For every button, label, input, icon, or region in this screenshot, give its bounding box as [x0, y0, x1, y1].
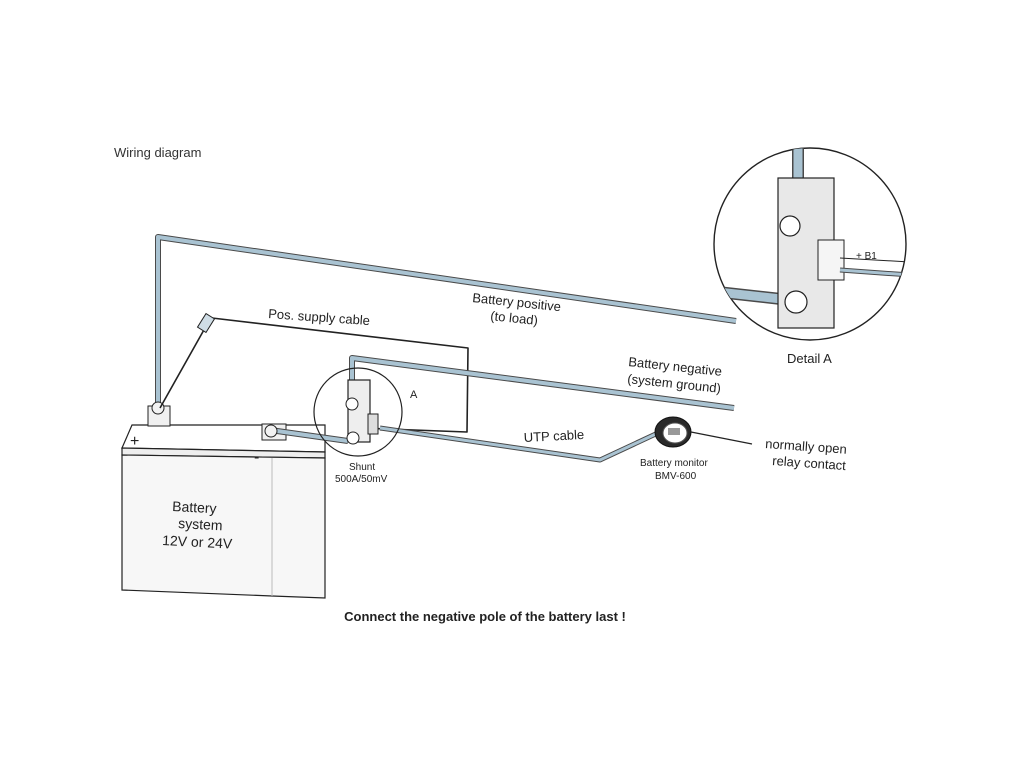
label-relay-line2: relay contact	[772, 453, 847, 473]
label-relay-line1: normally open	[765, 436, 848, 457]
utp-cable	[379, 425, 662, 463]
label-to-load: (to load)	[490, 308, 539, 328]
shunt-detail-circle	[313, 367, 403, 457]
label-pos-supply-cable: Pos. supply cable	[268, 306, 371, 328]
battery-plus-sign: +	[130, 433, 139, 450]
battery-label-line3: 12V or 24V	[162, 532, 233, 552]
detail-a-inset	[713, 147, 907, 341]
battery-label-line2: system	[178, 515, 223, 533]
label-b1: + B1	[856, 251, 877, 262]
label-callout-a: A	[410, 389, 418, 401]
label-shunt: Shunt	[349, 462, 375, 473]
label-utp-cable: UTP cable	[523, 427, 584, 445]
label-battery-monitor: Battery monitor	[640, 458, 708, 469]
pos-supply-cable	[159, 312, 469, 433]
label-detail-a: Detail A	[787, 351, 832, 366]
shunt	[345, 379, 379, 445]
label-bmv-600: BMV-600	[655, 471, 697, 482]
label-shunt-rating: 500A/50mV	[335, 474, 388, 485]
battery-minus-sign: -	[254, 449, 259, 466]
diagram-title: Wiring diagram	[114, 145, 202, 160]
warning-text: Connect the negative pole of the battery…	[344, 609, 626, 624]
battery-label-line1: Battery	[172, 498, 217, 516]
battery-to-shunt-cable	[264, 424, 349, 444]
battery	[121, 424, 326, 599]
battery-monitor	[654, 416, 753, 448]
